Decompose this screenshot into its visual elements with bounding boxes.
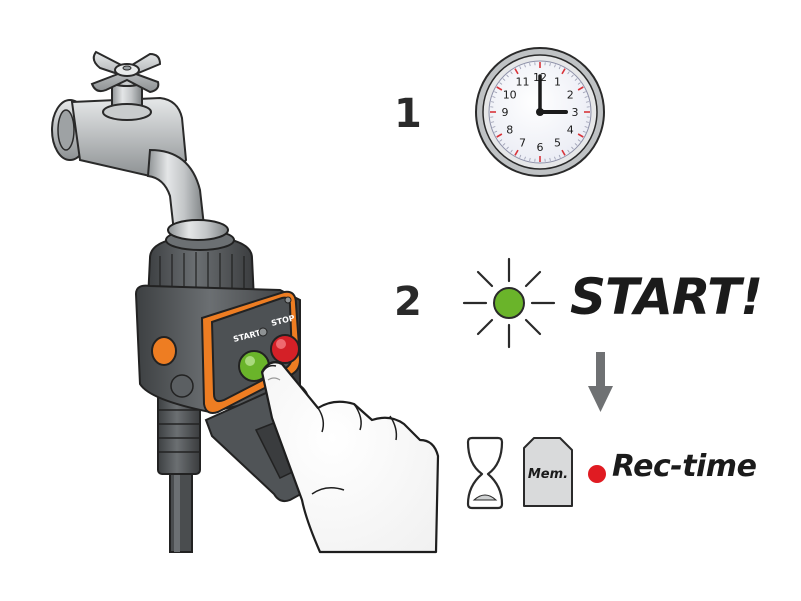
clock-tick (558, 66, 561, 70)
clock-ticks (490, 62, 590, 162)
clock-tick (492, 96, 496, 98)
clock-tick (506, 74, 509, 78)
clock-numeral: 11 (516, 76, 530, 89)
clock-tick (506, 146, 509, 150)
clock-tick (571, 74, 574, 78)
clock-tick (524, 156, 526, 160)
clock-tick (514, 149, 519, 156)
clock-tick (558, 154, 561, 158)
clock-tick (519, 154, 522, 158)
clock-tick (571, 146, 574, 150)
clock-tick (577, 139, 581, 142)
clock-tick (510, 149, 513, 153)
clock-tick (524, 64, 526, 68)
step-number-2: 2 (394, 279, 422, 325)
clock-tick (499, 82, 503, 85)
clock-tick (567, 71, 570, 75)
clock-numeral: 9 (502, 106, 509, 119)
clock-tick (577, 82, 581, 85)
clock-tick (492, 126, 496, 128)
hourglass-icon (466, 436, 504, 510)
memory-card-icon: Mem. (523, 437, 573, 507)
record-dot-icon (588, 465, 606, 483)
clock-tick (574, 78, 578, 81)
faucet-icon (51, 50, 206, 234)
clock-numeral: 10 (503, 89, 517, 102)
clock-tick (514, 68, 519, 75)
clock-tick (494, 130, 498, 133)
clock-numeral: 5 (554, 136, 561, 149)
clock-numeral: 2 (567, 89, 574, 102)
clock-tick (502, 143, 506, 146)
clock-tick (529, 63, 531, 67)
clock-numeral: 8 (506, 124, 513, 137)
clock-tick (554, 64, 556, 68)
clock-tick (519, 66, 522, 70)
clock-tick (496, 86, 503, 91)
clock-tick (510, 71, 513, 75)
clock-tick (494, 91, 498, 94)
clock-tick (577, 86, 584, 91)
clock-numeral: 1 (554, 76, 561, 89)
rec-time-label: Rec-time (612, 449, 757, 484)
clock-tick (502, 78, 506, 81)
clock-tick (529, 157, 531, 161)
clock-tick (567, 149, 570, 153)
clock-numeral: 4 (567, 124, 574, 137)
start-label: START! (570, 268, 763, 326)
step-number-1: 1 (394, 91, 422, 137)
clock-tick (491, 101, 495, 103)
water-timer-icon: START STOP (134, 219, 340, 553)
clock-tick (585, 121, 589, 123)
clock-tick (549, 63, 551, 67)
clock-tick (491, 121, 495, 123)
clock-tick (584, 96, 588, 98)
clock-numeral: 6 (537, 141, 544, 154)
clock-tick (585, 101, 589, 103)
clock-tick (582, 130, 586, 133)
clock-tick (496, 133, 503, 138)
memory-card-label: Mem. (528, 467, 568, 482)
clock-tick (582, 91, 586, 94)
clock-tick (554, 156, 556, 160)
clock-tick (499, 139, 503, 142)
clock-tick (574, 143, 578, 146)
arrow-down-icon (588, 352, 613, 412)
clock-tick (577, 133, 584, 138)
clock-icon: 121234567891011 (475, 47, 605, 177)
clock-numeral: 3 (572, 106, 579, 119)
hand-icon (260, 361, 440, 554)
clock-tick (584, 126, 588, 128)
clock-tick (561, 68, 566, 75)
clock-numeral: 7 (519, 136, 526, 149)
clock-tick (549, 157, 551, 161)
clock-tick (561, 149, 566, 156)
blinking-led-icon (462, 257, 556, 349)
